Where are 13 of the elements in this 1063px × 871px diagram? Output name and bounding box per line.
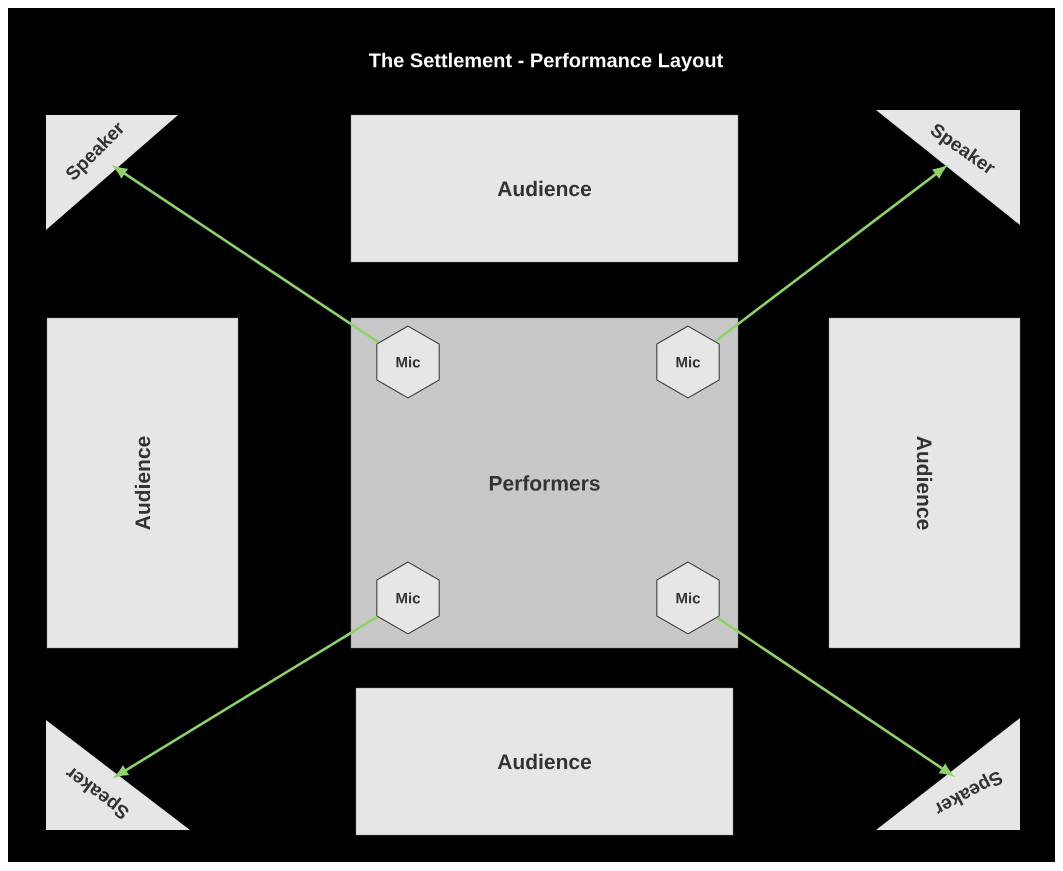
seating-area: Audience: [46, 317, 239, 649]
mic-hexagon: Mic: [376, 325, 440, 399]
seating-area: Audience: [350, 114, 739, 263]
arrow: [114, 166, 380, 344]
seating-area: Audience: [355, 687, 734, 836]
mic-hexagon: Mic: [656, 325, 720, 399]
mic-hexagon: Mic: [376, 561, 440, 635]
seating-area: Audience: [828, 317, 1021, 649]
arrow: [115, 615, 378, 777]
arrow: [714, 166, 946, 343]
title: The Settlement - Performance Layout: [368, 52, 723, 72]
mic-hexagon: Mic: [656, 561, 720, 635]
arrow: [716, 616, 953, 776]
